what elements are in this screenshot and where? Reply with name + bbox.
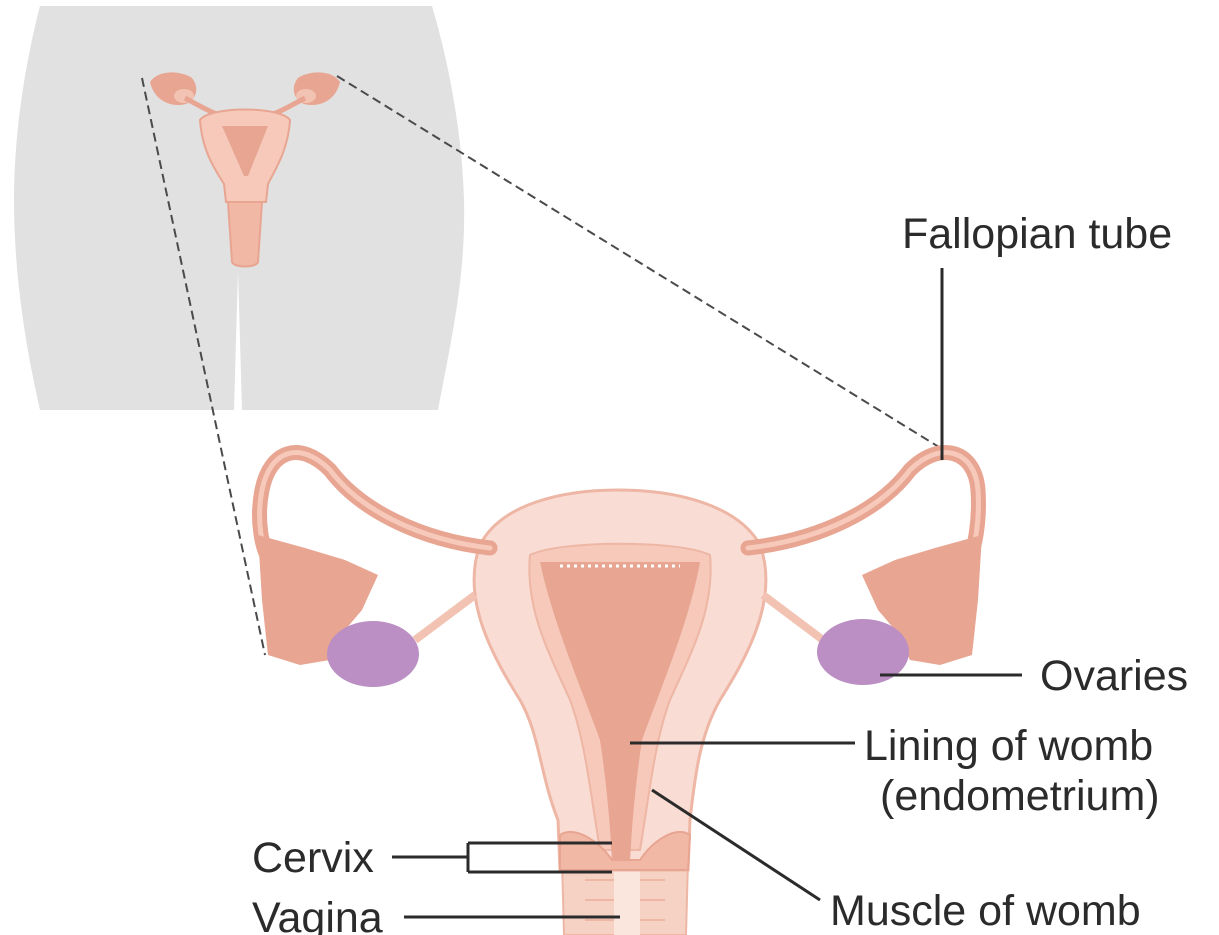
uterus — [474, 490, 766, 870]
label-vagina: Vagina — [252, 894, 383, 935]
label-fallopian-tube: Fallopian tube — [902, 210, 1172, 258]
ovary-left — [327, 621, 419, 687]
label-cervix: Cervix — [252, 834, 374, 882]
label-lining-line1: Lining of womb — [864, 722, 1153, 770]
label-ovaries: Ovaries — [1040, 652, 1188, 700]
label-muscle: Muscle of womb — [830, 887, 1141, 935]
label-lining-line2: (endometrium) — [880, 772, 1160, 820]
